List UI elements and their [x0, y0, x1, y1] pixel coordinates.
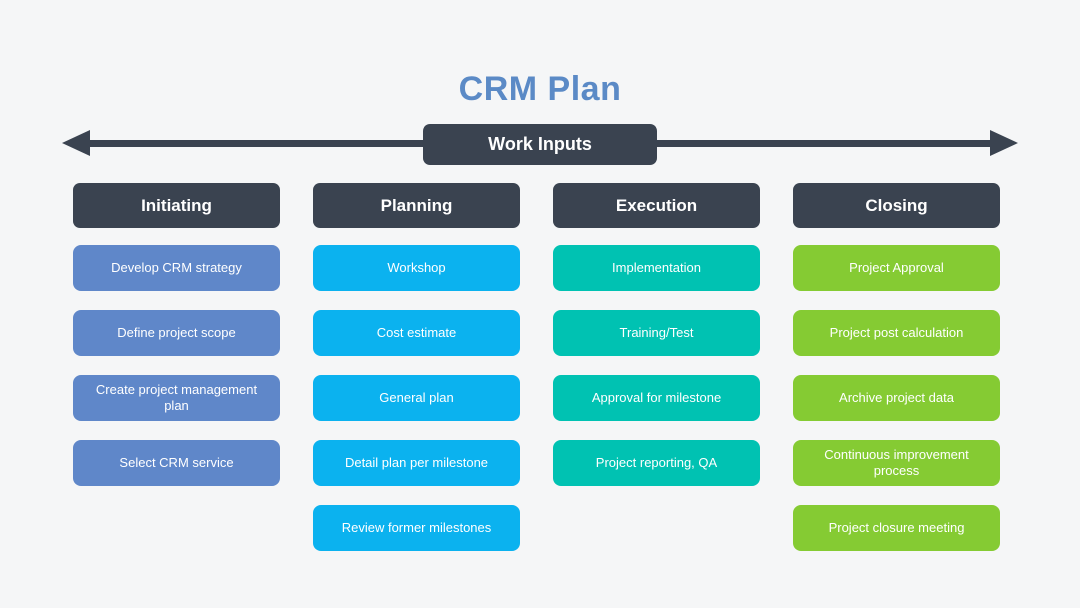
task-item: Cost estimate — [313, 310, 520, 356]
task-item: Define project scope — [73, 310, 280, 356]
task-item: Project closure meeting — [793, 505, 1000, 551]
task-item: General plan — [313, 375, 520, 421]
task-item: Project post calculation — [793, 310, 1000, 356]
work-inputs-banner: Work Inputs — [423, 124, 657, 165]
task-item: Implementation — [553, 245, 760, 291]
column-planning: Planning Workshop Cost estimate General … — [313, 183, 520, 570]
column-execution: Execution Implementation Training/Test A… — [553, 183, 760, 505]
task-item: Workshop — [313, 245, 520, 291]
column-header-planning: Planning — [313, 183, 520, 228]
task-item: Develop CRM strategy — [73, 245, 280, 291]
task-item: Approval for milestone — [553, 375, 760, 421]
column-initiating: Initiating Develop CRM strategy Define p… — [73, 183, 280, 505]
task-item: Training/Test — [553, 310, 760, 356]
task-item: Select CRM service — [73, 440, 280, 486]
task-item: Detail plan per milestone — [313, 440, 520, 486]
task-item: Continuous improvement process — [793, 440, 1000, 486]
page-title: CRM Plan — [458, 70, 622, 108]
task-item: Create project management plan — [73, 375, 280, 421]
task-item: Project Approval — [793, 245, 1000, 291]
column-closing: Closing Project Approval Project post ca… — [793, 183, 1000, 570]
task-item: Review former milestones — [313, 505, 520, 551]
column-header-execution: Execution — [553, 183, 760, 228]
task-item: Project reporting, QA — [553, 440, 760, 486]
column-header-initiating: Initiating — [73, 183, 280, 228]
arrow-left-icon — [62, 130, 90, 156]
column-header-closing: Closing — [793, 183, 1000, 228]
task-item: Archive project data — [793, 375, 1000, 421]
arrow-right-icon — [990, 130, 1018, 156]
